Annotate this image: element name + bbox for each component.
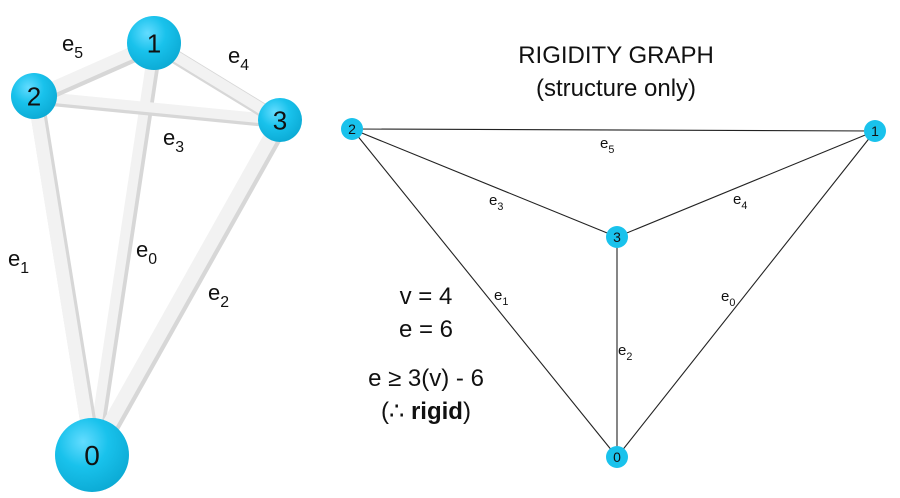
model-edge-label-e3: e3 (163, 125, 184, 156)
graph-edge-e4 (616, 130, 876, 238)
graph-edge-label-e4: e4 (733, 191, 747, 212)
model-edge-label-e4: e4 (228, 43, 249, 74)
graph-node-3: 3 (606, 226, 628, 248)
model-node-label-1: 1 (147, 28, 161, 58)
model-sphere-3 (258, 98, 302, 142)
graph-subtitle: (structure only) (535, 75, 697, 102)
conclusion-bold: rigid (410, 398, 463, 425)
stats-spacer (356, 346, 496, 362)
rigidity-inequality: e ≥ 3(v) - 6 (368, 365, 484, 392)
graph-node-circle-3 (606, 226, 628, 248)
graph-node-0: 0 (606, 446, 628, 468)
model-edge-label-e0: e0 (136, 237, 157, 268)
model-node-label-3: 3 (273, 105, 287, 135)
model-node-label-2: 2 (27, 81, 41, 111)
graph-edges (351, 128, 876, 458)
model-edge-label-e5: e5 (62, 31, 83, 62)
graph-edge-e3 (351, 128, 618, 238)
conclusion-open: (∴ (381, 398, 411, 425)
graph-edge-label-e5: e5 (600, 135, 614, 156)
model-edge-label-e1: e1 (8, 246, 29, 277)
strut-e2 (85, 116, 287, 459)
graph-edge-label-e3: e3 (489, 192, 503, 213)
rigidity-stats: v = 4 e = 6 e ≥ 3(v) - 6 (∴ rigid) (356, 280, 496, 428)
strut-e3 (33, 91, 281, 125)
strut-e1 (27, 94, 99, 457)
model-node-3: 3 (258, 98, 302, 142)
graph-edge-e5 (351, 128, 876, 132)
graph-title: RIGIDITY GRAPH (518, 42, 714, 69)
model-node-1: 1 (127, 16, 181, 70)
graph-node-1: 1 (864, 120, 886, 142)
3d-model: e0 e1 e2 e3 e4 e5 0 1 2 3 (8, 16, 302, 492)
graph-node-label-3: 3 (613, 229, 621, 245)
model-node-0: 0 (55, 418, 129, 492)
graph-edge-e1 (351, 128, 618, 458)
conclusion-close: ) (462, 398, 471, 425)
graph-edge-label-e1: e1 (494, 287, 508, 308)
graph-node-circle-2 (341, 118, 363, 140)
graph-edge-e0 (616, 130, 876, 458)
rigidity-graph: e0 e1 e2 e3 e4 e5 0 1 2 3 (341, 118, 886, 468)
model-sphere-0 (55, 418, 129, 492)
graph-node-circle-1 (864, 120, 886, 142)
graph-node-label-0: 0 (613, 449, 621, 465)
edge-count: e = 6 (398, 316, 454, 343)
graph-node-label-1: 1 (871, 123, 879, 139)
model-edge-label-e2: e2 (208, 280, 229, 311)
model-node-label-0: 0 (84, 440, 100, 471)
model-sphere-1 (127, 16, 181, 70)
rigidity-conclusion: (∴ rigid) (356, 395, 496, 428)
model-struts (27, 37, 290, 462)
graph-node-label-2: 2 (348, 121, 356, 137)
vertex-count: v = 4 (399, 283, 453, 310)
graph-node-circle-0 (606, 446, 628, 468)
graph-node-2: 2 (341, 118, 363, 140)
graph-edge-label-e0: e0 (721, 288, 735, 309)
model-sphere-2 (11, 73, 57, 119)
graph-edge-label-e2: e2 (618, 342, 632, 363)
model-node-2: 2 (11, 73, 57, 119)
